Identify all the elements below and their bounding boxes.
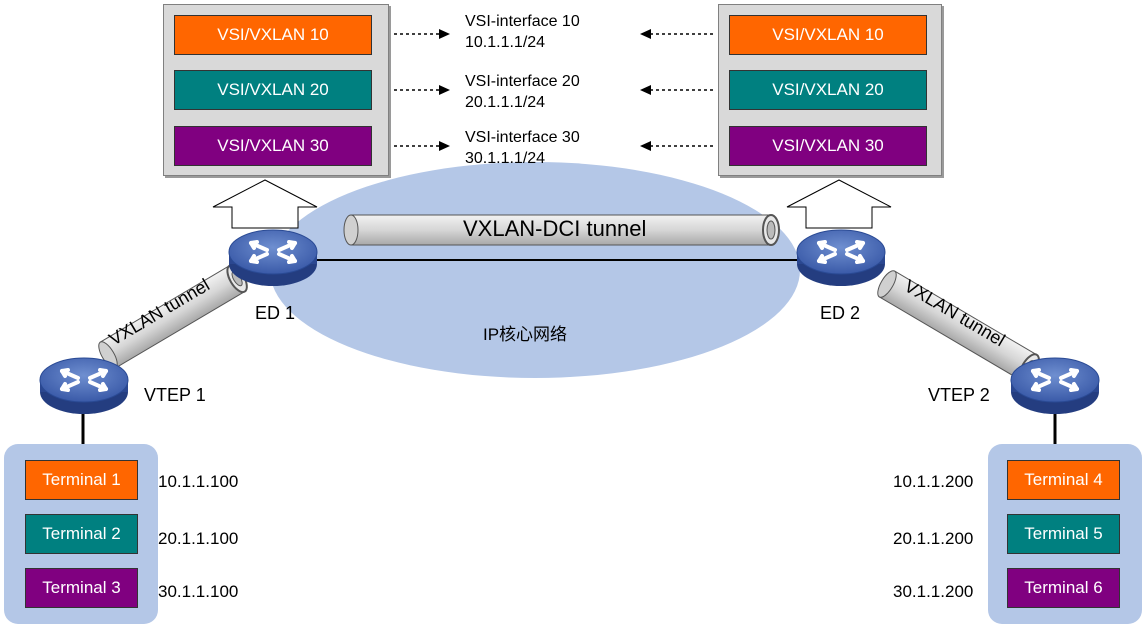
terminal-3-ip: 30.1.1.100	[158, 582, 239, 601]
terminal-1: Terminal 1	[25, 460, 138, 500]
vtep2-router-icon	[1009, 356, 1101, 416]
dci-tunnel-shape	[343, 214, 780, 246]
ed1-vsi-vxlan-30: VSI/VXLAN 30	[174, 126, 372, 166]
ed2-label: ED 2	[820, 303, 861, 323]
terminal-5-ip: 20.1.1.200	[893, 529, 974, 548]
vtep1-label: VTEP 1	[144, 385, 206, 405]
vsi-interface-10-ip: 10.1.1.1/24	[465, 34, 546, 51]
terminal-6: Terminal 6	[1007, 568, 1120, 608]
ed2-up-arrow	[786, 179, 892, 229]
terminal-3: Terminal 3	[25, 568, 138, 608]
ed1-router-icon	[227, 228, 319, 288]
vsi-interface-20-ip: 20.1.1.1/24	[465, 94, 546, 111]
vsi-interface-30-name: VSI-interface 30	[465, 129, 580, 146]
ed2-vsi-vxlan-30: VSI/VXLAN 30	[729, 126, 927, 166]
terminal-2: Terminal 2	[25, 514, 138, 554]
ip-core-cloud	[270, 162, 800, 378]
dci-tunnel-label: VXLAN-DCI tunnel	[463, 216, 647, 241]
ed1-up-arrow	[212, 179, 318, 229]
terminal-4: Terminal 4	[1007, 460, 1120, 500]
ed1-label: ED 1	[255, 303, 296, 323]
ip-core-label: IP核心网络	[483, 325, 568, 344]
vtep2-label: VTEP 2	[928, 385, 990, 405]
ed1-vsi-vxlan-20: VSI/VXLAN 20	[174, 70, 372, 110]
ed2-vsi-vxlan-20: VSI/VXLAN 20	[729, 70, 927, 110]
terminal-6-ip: 30.1.1.200	[893, 582, 974, 601]
terminal-2-ip: 20.1.1.100	[158, 529, 239, 548]
vsi-interface-10-name: VSI-interface 10	[465, 13, 580, 30]
terminal-1-ip: 10.1.1.100	[158, 472, 239, 491]
ed2-vsi-vxlan-10: VSI/VXLAN 10	[729, 15, 927, 55]
left-terminal-panel: Terminal 1 Terminal 2 Terminal 3	[4, 444, 158, 624]
vtep1-router-icon	[38, 356, 130, 416]
vsi-interface-30-ip: 30.1.1.1/24	[465, 150, 546, 167]
ed1-vsi-panel: VSI/VXLAN 10 VSI/VXLAN 20 VSI/VXLAN 30	[163, 4, 389, 176]
terminal-5: Terminal 5	[1007, 514, 1120, 554]
ed2-vsi-panel: VSI/VXLAN 10 VSI/VXLAN 20 VSI/VXLAN 30	[718, 4, 942, 176]
right-terminal-panel: Terminal 4 Terminal 5 Terminal 6	[988, 444, 1142, 624]
ed2-router-icon	[795, 228, 887, 288]
terminal-4-ip: 10.1.1.200	[893, 472, 974, 491]
vsi-interface-20-name: VSI-interface 20	[465, 73, 580, 90]
ed1-vsi-vxlan-10: VSI/VXLAN 10	[174, 15, 372, 55]
